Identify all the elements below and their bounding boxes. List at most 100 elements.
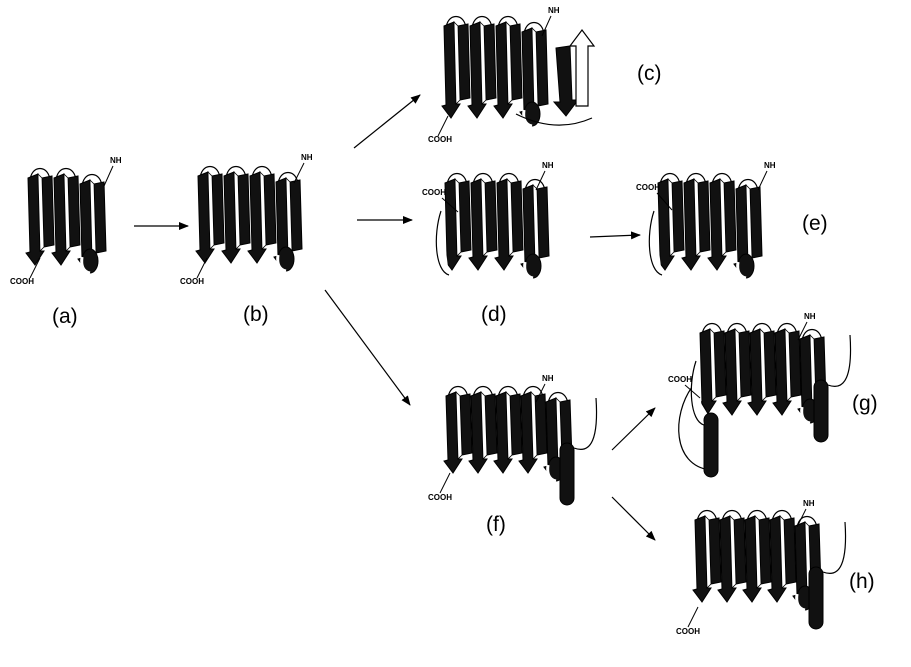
protein-drawing-d xyxy=(435,170,550,280)
n-term-label-a: NH xyxy=(110,156,122,165)
c-term-label-c: COOH xyxy=(428,135,452,144)
protein-drawing-e xyxy=(648,170,768,280)
protein-drawing-f xyxy=(439,383,598,506)
c-term-label-a: COOH xyxy=(10,277,34,286)
c-term-leader-b xyxy=(196,257,208,279)
strand-edge-a-0 xyxy=(37,173,45,252)
strand-edge-e-2 xyxy=(719,178,727,257)
hairpin-h-0 xyxy=(692,509,722,603)
panel-f: NH COOH (f) xyxy=(428,374,598,536)
hairpin-e-3 xyxy=(733,178,763,277)
strand-edge-d-1 xyxy=(480,178,488,257)
strand-edge-a-1 xyxy=(63,173,71,252)
hairpin-a-1 xyxy=(51,167,81,266)
c-term-segment-d xyxy=(435,210,450,276)
panel-label-e: (e) xyxy=(802,212,828,235)
strand-edge-g-0 xyxy=(709,328,717,402)
hairpin-f-0 xyxy=(443,385,473,474)
loop-edge-b xyxy=(276,254,287,273)
hairpin-a-2 xyxy=(77,173,107,272)
hairpin-g-2 xyxy=(747,322,777,416)
hairpin-e-2 xyxy=(707,172,737,271)
strand-edge-h-1 xyxy=(729,515,737,589)
panel-label-c: (c) xyxy=(637,62,662,85)
open-strand-down-c xyxy=(552,45,579,117)
n-term-label-e: NH xyxy=(764,161,776,170)
open-loop-c xyxy=(515,113,593,126)
helix-f xyxy=(559,442,575,506)
strand-edge-e-0 xyxy=(667,178,675,257)
c-term-leader-d xyxy=(441,197,459,213)
arrow-b-f xyxy=(324,289,411,406)
strand-edge-c-2 xyxy=(505,21,513,105)
n-term-leader-d xyxy=(535,170,546,191)
loop-edge-c xyxy=(522,109,533,128)
strand-edge-f-2 xyxy=(505,391,513,460)
strand-edge-g-3 xyxy=(784,328,792,402)
hairpin-g-1 xyxy=(722,322,752,416)
helix-g xyxy=(813,379,829,443)
hairpin-g-3 xyxy=(772,322,802,416)
c-term-label-g: COOH xyxy=(668,375,692,384)
strand-edge-h-3 xyxy=(779,515,787,589)
protein-drawing-c xyxy=(437,15,596,137)
arrow-f-g xyxy=(611,407,656,451)
panel-label-f: (f) xyxy=(486,513,506,536)
hairpin-c-2 xyxy=(493,15,523,119)
panel-e: NH COOH (e) xyxy=(636,161,828,280)
panel-b: NH COOH (b) xyxy=(180,153,313,326)
strand-edge-g-1 xyxy=(734,328,742,402)
strand-edge-c-1 xyxy=(479,21,487,105)
strand-edge-b-0 xyxy=(207,171,215,250)
open-strand-up-c xyxy=(568,29,596,107)
hairpin-b-2 xyxy=(247,165,277,264)
protein-drawing-h xyxy=(687,508,847,630)
loop-edge-d xyxy=(523,261,534,280)
n-term-label-h: NH xyxy=(803,499,815,508)
c-term-label-b: COOH xyxy=(180,277,204,286)
panel-label-a: (a) xyxy=(52,305,78,328)
hairpin-b-3 xyxy=(273,171,303,270)
helix-linker-h xyxy=(822,521,847,574)
n-term-leader-b xyxy=(293,162,305,184)
strand-edge-f-0 xyxy=(455,391,463,460)
hairpin-c-3 xyxy=(519,21,549,125)
n-term-leader-g xyxy=(797,321,808,341)
n-term-leader-h xyxy=(796,508,807,528)
panel-d: NH COOH (d) xyxy=(422,161,554,326)
loop-edge-a xyxy=(80,256,91,275)
arrow-b-c xyxy=(353,94,421,149)
hairpin-d-0 xyxy=(442,172,472,271)
n-term-label-f: NH xyxy=(542,374,554,383)
strand-edge-h-2 xyxy=(754,515,762,589)
n-term-label-b: NH xyxy=(301,153,313,162)
hairpin-b-0 xyxy=(195,165,225,264)
hairpin-f-2 xyxy=(493,385,523,474)
protein-drawing-a xyxy=(25,165,114,279)
hairpin-e-0 xyxy=(655,172,685,271)
panel-label-b: (b) xyxy=(243,303,269,326)
loop-edge-h xyxy=(795,593,806,612)
hairpin-b-1 xyxy=(221,165,251,264)
c-term-leader-a xyxy=(29,257,41,279)
loop-edge-f xyxy=(546,464,557,483)
n-term-leader-a xyxy=(103,165,114,187)
hairpin-d-2 xyxy=(494,172,524,271)
n-term-label-g: NH xyxy=(804,312,816,321)
arrow-d-e xyxy=(589,231,641,240)
c-term-helix-g xyxy=(703,412,719,478)
strand-edge-g-2 xyxy=(759,328,767,402)
strand-edge-e-1 xyxy=(693,178,701,257)
strand-edge-c-0 xyxy=(453,21,461,105)
hairpin-h-2 xyxy=(742,509,772,603)
strand-edge-d-2 xyxy=(506,178,514,257)
panel-h: NH COOH (h) xyxy=(676,499,875,636)
n-term-label-c: NH xyxy=(548,6,560,15)
helix-linker-f xyxy=(573,397,598,450)
hairpin-f-3 xyxy=(518,385,548,474)
panel-c: NH COOH (c) xyxy=(428,6,662,144)
c-term-label-h: COOH xyxy=(676,627,700,636)
c-term-segment-g xyxy=(690,360,705,426)
